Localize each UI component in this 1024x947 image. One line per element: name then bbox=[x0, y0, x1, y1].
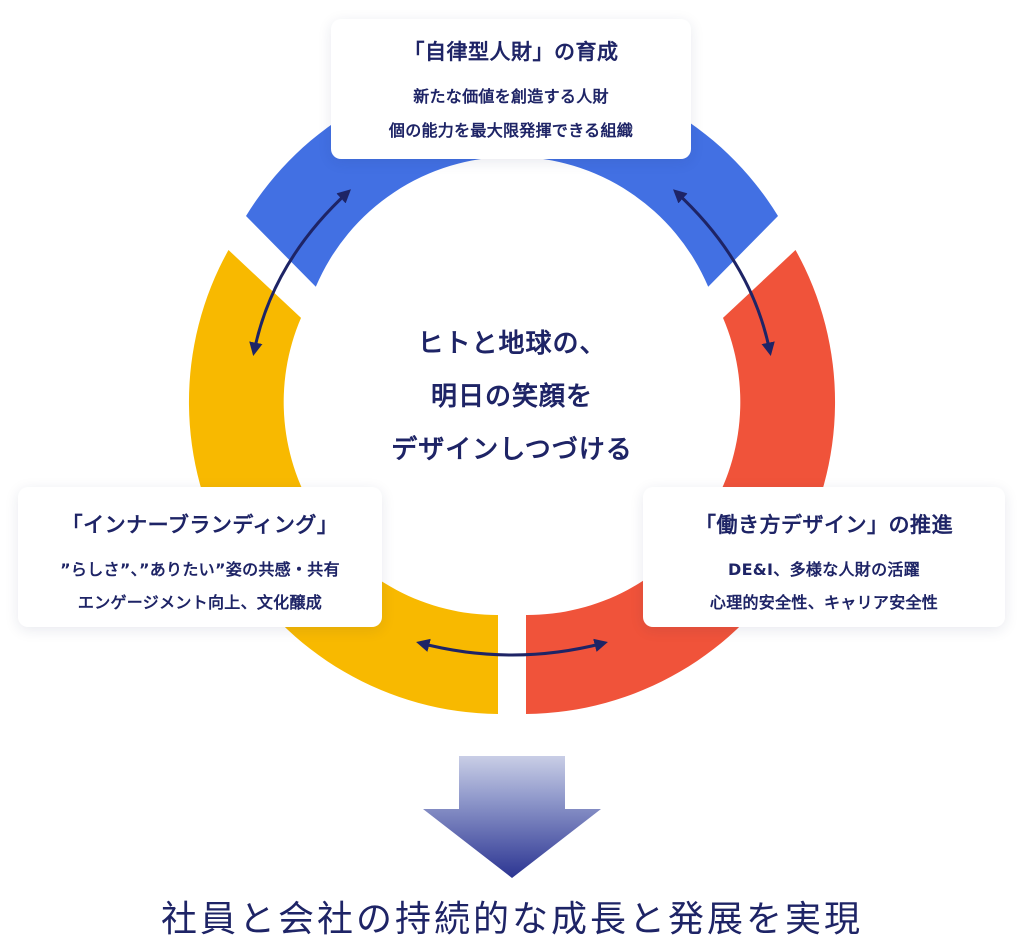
bottom-goal-text: 社員と会社の持続的な成長と発展を実現 bbox=[160, 899, 863, 940]
down-arrow-icon bbox=[423, 756, 601, 878]
center-line-1: ヒトと地球の、 bbox=[417, 329, 607, 359]
card-right-line-2: 心理的安全性、キャリア安全性 bbox=[709, 593, 939, 612]
arrow-top-right bbox=[673, 189, 775, 356]
card-inner-branding: 「インナーブランディング」 ”らしさ”、”ありたい”姿の共感・共有 エンゲージメ… bbox=[18, 487, 382, 627]
card-top-line-1: 新たな価値を創造する人財 bbox=[413, 87, 609, 106]
card-left-title: 「インナーブランディング」 bbox=[61, 513, 339, 537]
card-workstyle-design: 「働き方デザイン」の推進 DE&I、多様な人財の活躍 心理的安全性、キャリア安全… bbox=[643, 487, 1005, 627]
card-left-line-2: エンゲージメント向上、文化醸成 bbox=[77, 593, 323, 612]
card-autonomous-talent: 「自律型人財」の育成 新たな価値を創造する人財 個の能力を最大限発揮できる組織 bbox=[331, 19, 691, 159]
arrow-top-left bbox=[249, 189, 351, 356]
arrow-bottom bbox=[416, 638, 608, 657]
card-left-line-1: ”らしさ”、”ありたい”姿の共感・共有 bbox=[60, 560, 340, 579]
card-right-title: 「働き方デザイン」の推進 bbox=[695, 513, 953, 537]
center-line-2: 明日の笑顔を bbox=[430, 382, 593, 412]
center-message: ヒトと地球の、 明日の笑顔を デザインしつづける bbox=[352, 318, 672, 477]
card-top-line-2: 個の能力を最大限発揮できる組織 bbox=[388, 121, 634, 140]
center-line-3: デザインしつづける bbox=[391, 435, 633, 465]
card-top-title: 「自律型人財」の育成 bbox=[403, 40, 619, 64]
card-right-line-1: DE&I、多様な人財の活躍 bbox=[727, 560, 921, 579]
